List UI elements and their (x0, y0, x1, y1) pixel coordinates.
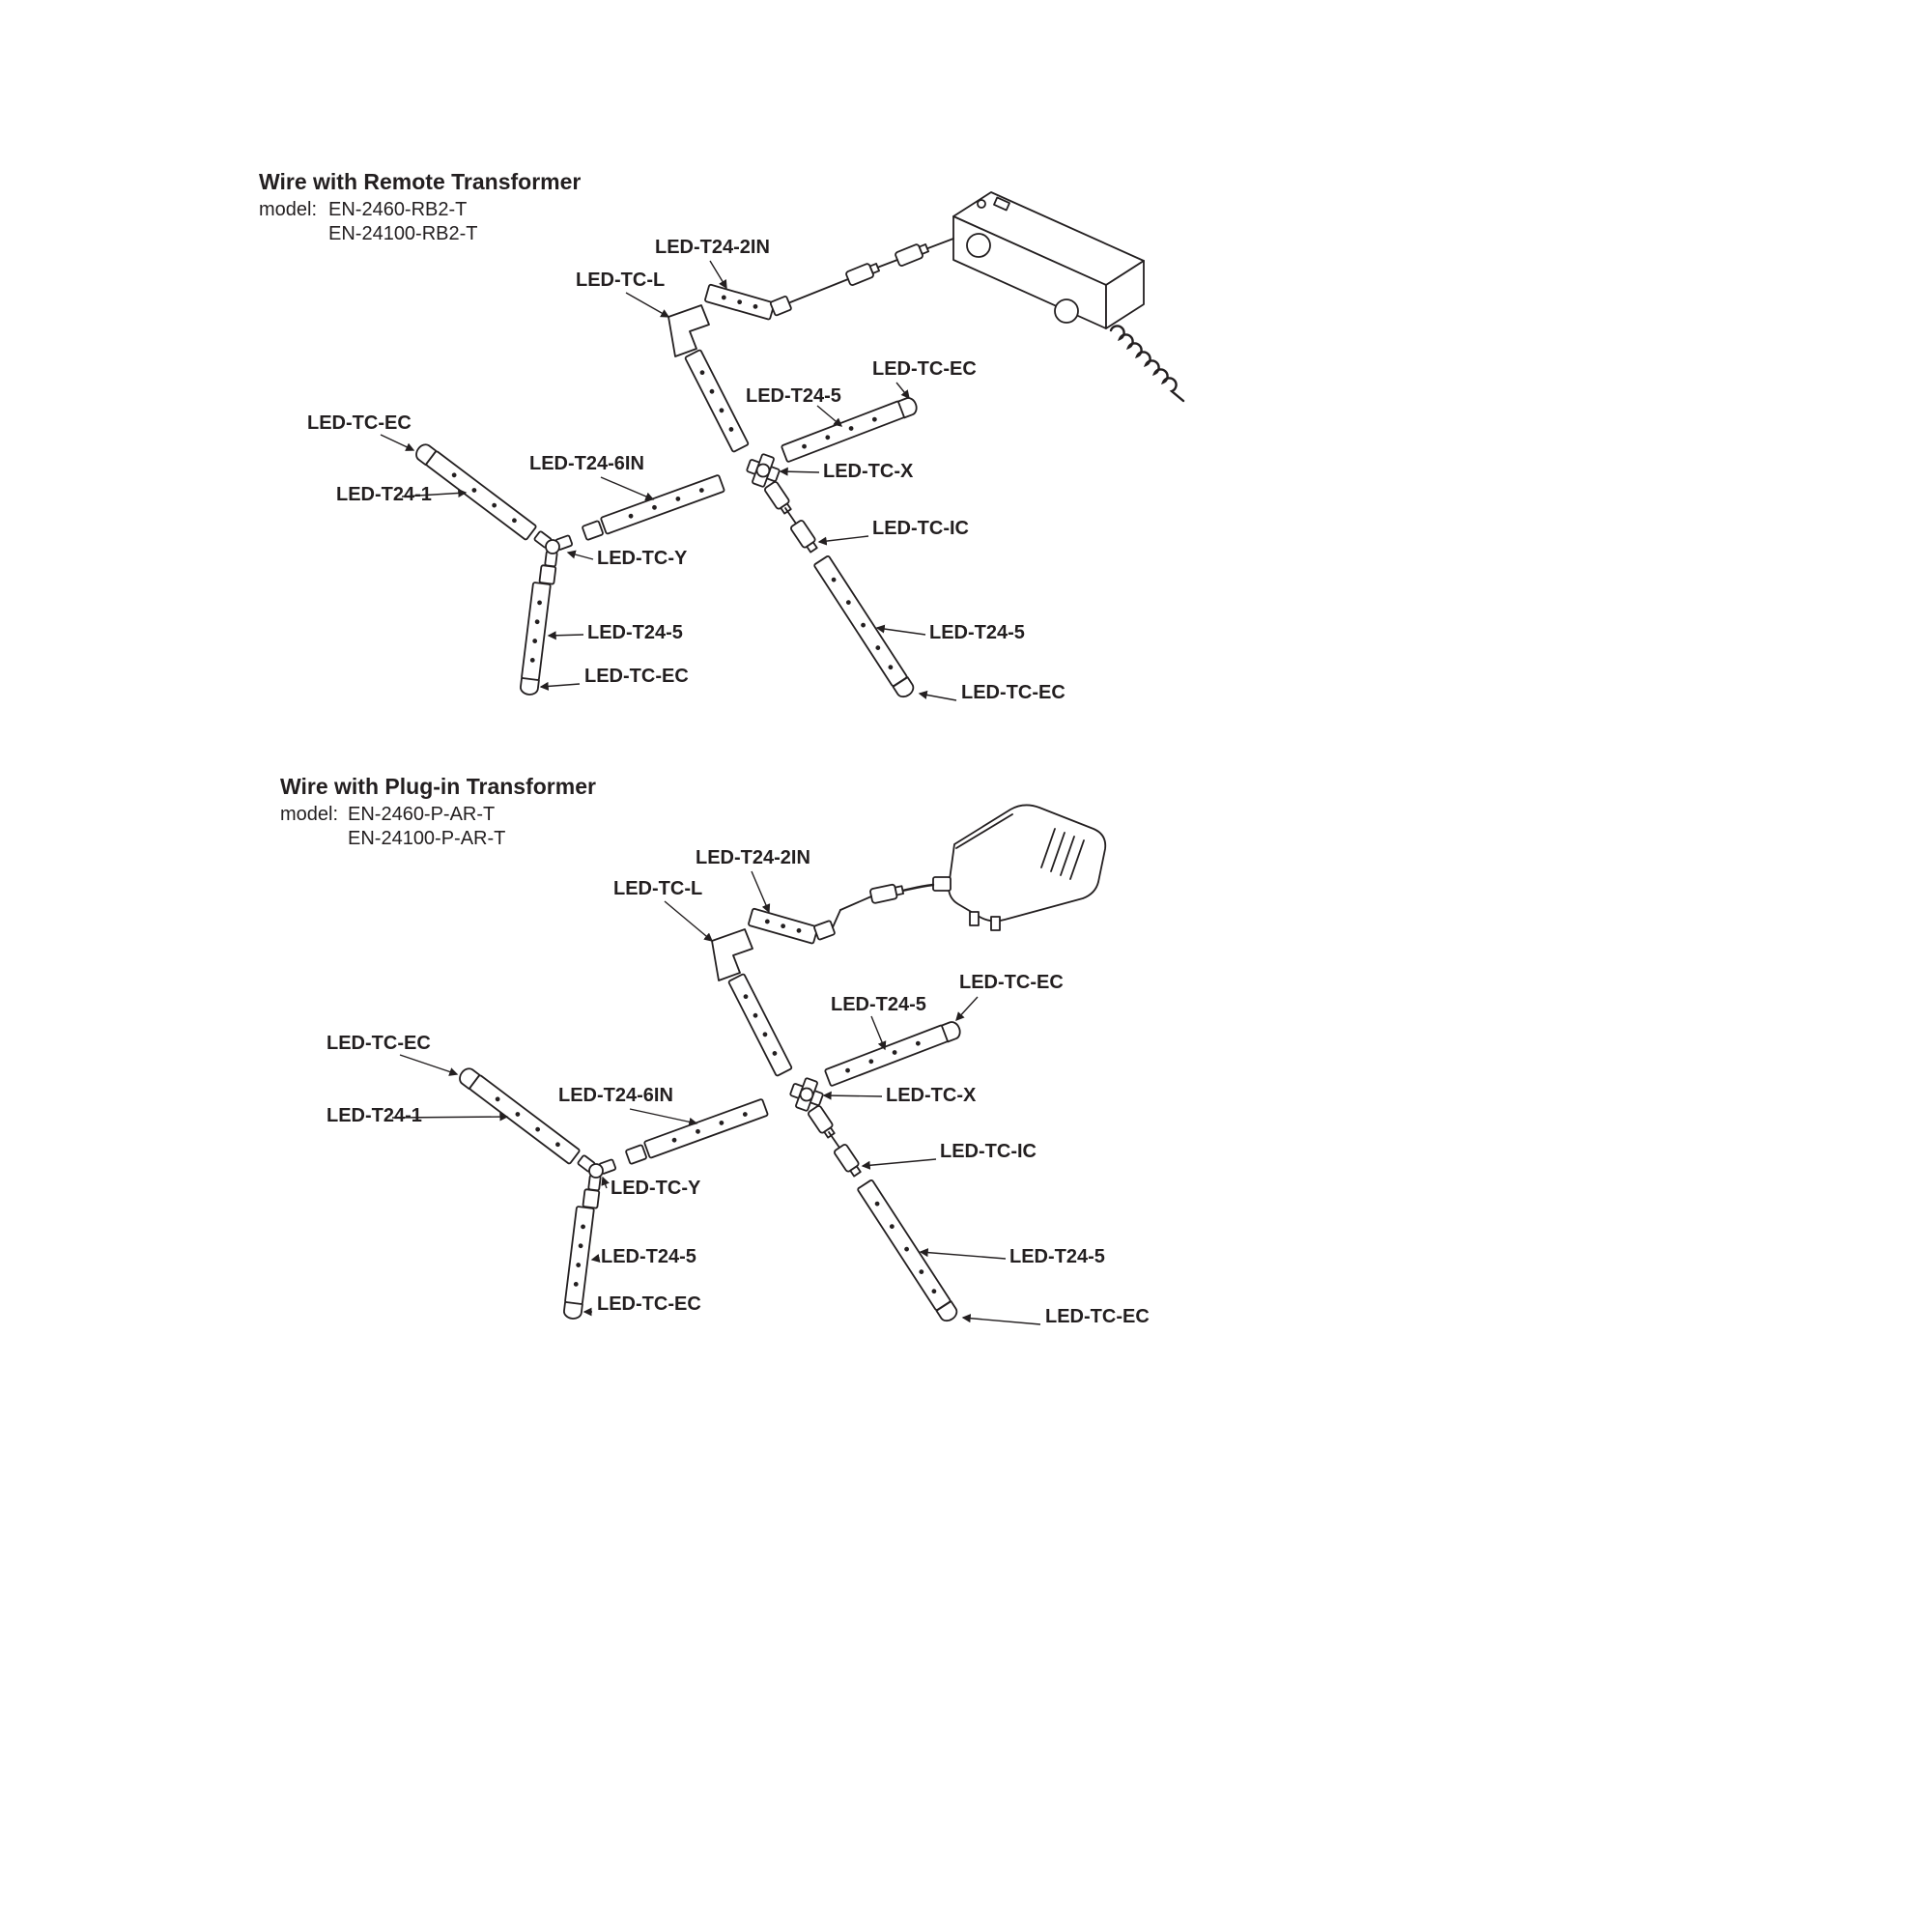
wire-plug (894, 240, 931, 268)
section-remote-transformer: Wire with Remote Transformer model: EN-2… (259, 169, 1185, 703)
callout-label: LED-TC-L (613, 878, 702, 899)
callout-label: LED-TC-IC (940, 1141, 1037, 1162)
leader-line (629, 1108, 698, 1126)
leader-line (590, 1254, 601, 1263)
knockout-hole (1054, 298, 1079, 324)
callout-label: LED-T24-5 (1009, 1246, 1105, 1267)
leader-line (779, 467, 820, 476)
callout-label: LED-T24-2IN (655, 237, 770, 258)
callouts-plugin: LED-T24-2IN LED-TC-L LED-TC-EC LED-T24-5… (327, 847, 1150, 1327)
plugin-transformer-brick (812, 804, 1107, 941)
leader-line (709, 260, 727, 290)
model-label: model: (259, 199, 317, 220)
output-cord (839, 895, 872, 911)
leader-line (547, 631, 584, 640)
leader-line (566, 550, 594, 560)
lid-crease (955, 813, 1013, 849)
transformer-end-face (1105, 260, 1145, 329)
leader-line (664, 900, 714, 942)
callout-label: LED-TC-EC (584, 666, 689, 687)
flex-conduit-coil (1109, 325, 1185, 403)
wire-plug (868, 881, 905, 905)
output-wire (876, 259, 898, 269)
mount-hole (977, 199, 986, 209)
callout-label: LED-TC-EC (307, 412, 412, 434)
leader-line (380, 434, 415, 451)
leader-line (600, 476, 655, 501)
callout-label: LED-TC-IC (872, 518, 969, 539)
callout-label: LED-TC-EC (961, 682, 1065, 703)
output-wire (924, 238, 954, 250)
leader-line (875, 624, 926, 636)
output-wire (789, 278, 849, 303)
section-title: Wire with Remote Transformer (259, 169, 581, 194)
callout-label: LED-T24-5 (831, 994, 926, 1015)
callout-label: LED-T24-5 (587, 622, 683, 643)
leader-line (955, 996, 979, 1022)
strip-connector (769, 295, 793, 317)
callout-label: LED-TC-Y (597, 548, 688, 569)
callout-label: LED-TC-EC (327, 1033, 431, 1054)
leader-line (751, 870, 771, 914)
plug-prong (990, 916, 1001, 931)
callout-label: LED-T24-6IN (529, 453, 644, 474)
leader-line (895, 382, 910, 400)
output-cord (900, 883, 935, 893)
leader-line (822, 1091, 883, 1100)
callouts-remote: LED-T24-2IN LED-TC-L LED-TC-EC LED-T24-5… (307, 237, 1065, 703)
callout-label: LED-TC-EC (872, 358, 977, 380)
model-number: EN-24100-RB2-T (328, 223, 478, 244)
callout-label: LED-T24-1 (336, 484, 432, 505)
callout-label: LED-T24-5 (601, 1246, 696, 1267)
callout-label: LED-T24-5 (929, 622, 1025, 643)
leader-line (391, 1112, 509, 1122)
callout-label: LED-TC-EC (1045, 1306, 1150, 1327)
knockout-hole (966, 233, 991, 258)
vent-line (1069, 839, 1085, 880)
callout-label: LED-TC-L (576, 270, 665, 291)
callout-label: LED-T24-6IN (558, 1085, 673, 1106)
model-number: EN-2460-P-AR-T (348, 804, 495, 825)
callout-label: LED-TC-X (823, 461, 914, 482)
leader-line (399, 1054, 459, 1076)
wire-plug (844, 259, 882, 287)
leader-line (817, 535, 869, 546)
section-plugin-transformer: Wire with Plug-in Transformer model: EN-… (280, 774, 1150, 1327)
callout-label: LED-TC-EC (959, 972, 1064, 993)
leader-line (816, 405, 843, 427)
terminal-block (993, 196, 1010, 212)
leader-line (601, 1176, 610, 1189)
callout-label: LED-TC-Y (611, 1178, 701, 1199)
plug-prong (969, 911, 980, 926)
strip-connector (812, 919, 837, 941)
output-cord (832, 909, 841, 928)
vent-line (1040, 828, 1056, 868)
leader-line (401, 488, 468, 498)
remote-transformer-box (769, 191, 1185, 403)
callout-label: LED-T24-1 (327, 1105, 422, 1126)
transformer-body (948, 804, 1107, 923)
vent-line (1050, 832, 1065, 872)
callout-label: LED-TC-EC (597, 1293, 701, 1315)
vent-line (1060, 836, 1075, 876)
callout-label: LED-T24-2IN (696, 847, 810, 868)
section-title: Wire with Plug-in Transformer (280, 774, 596, 799)
callout-label: LED-TC-X (886, 1085, 977, 1106)
leader-line (870, 1015, 887, 1051)
led-strip-network (457, 908, 962, 1323)
model-label: model: (280, 804, 338, 825)
leader-line (539, 681, 581, 691)
cord-grommet (932, 876, 952, 892)
model-number: EN-2460-RB2-T (328, 199, 467, 220)
leader-line (918, 690, 957, 701)
leader-line (961, 1314, 1041, 1325)
callout-label: LED-T24-5 (746, 385, 841, 407)
model-number: EN-24100-P-AR-T (348, 828, 505, 849)
leader-line (625, 292, 670, 318)
leader-line (919, 1248, 1007, 1260)
leader-line (861, 1158, 937, 1170)
